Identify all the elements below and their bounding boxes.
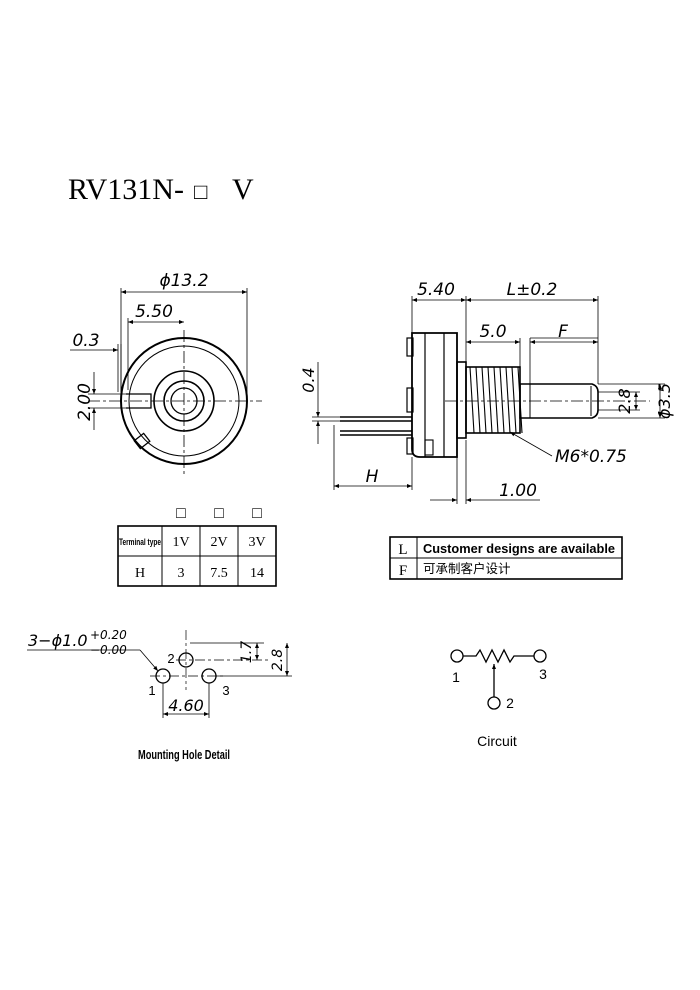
housing-clip-top	[406, 337, 414, 357]
hole-label-2: 2	[167, 651, 174, 666]
table-header-1v: 1V	[172, 535, 189, 550]
hole-tol-plus: +0.20	[90, 628, 127, 642]
dim-diameter-13-2: ϕ13.2	[159, 271, 208, 291]
mounting-caption: Mounting Hole Detail	[138, 747, 230, 762]
dim-H: H	[366, 467, 379, 487]
threaded-bushing	[465, 366, 521, 434]
notes-box: L Customer designs are available F 可承制客户…	[389, 536, 623, 580]
hole-spec: 3−ϕ1.0	[28, 631, 88, 650]
housing-clip-mid	[406, 387, 414, 413]
housing	[411, 332, 458, 458]
table-header-3v: 3V	[248, 535, 265, 550]
circuit-label-1: 1	[452, 669, 460, 685]
dim-4-60: 4.60	[168, 696, 204, 715]
note-code-F: F	[399, 563, 407, 579]
thread-spec: M6*0.75	[555, 447, 627, 467]
dim-F: F	[558, 322, 568, 342]
dim-1-7: 1.7	[239, 641, 255, 663]
circuit-label-3: 3	[539, 666, 547, 682]
bushing-shoulder	[456, 361, 467, 439]
circuit-terminal-3	[533, 649, 547, 663]
housing-clip-bottom	[406, 437, 414, 455]
dim-0-4: 0.4	[299, 367, 318, 392]
title-suffix: V	[232, 173, 254, 206]
thread-line	[481, 366, 487, 434]
circuit-terminal-2	[487, 696, 501, 710]
thread-lines	[469, 366, 523, 434]
thread-line	[499, 366, 505, 434]
table-cell-1v: 3	[178, 566, 185, 581]
table-cell-3v: 14	[250, 566, 264, 581]
note-text-chinese: 可承制客户设计	[423, 561, 511, 576]
table-cell-2v: 7.5	[210, 566, 228, 581]
thread-line	[487, 366, 493, 434]
hole-label-1: 1	[148, 683, 155, 698]
checkbox-2v: □	[214, 505, 224, 522]
note-code-L: L	[398, 542, 407, 558]
hole-tol-minus: −0.00	[90, 643, 127, 657]
circuit-diagram	[450, 648, 547, 710]
dim-L: L±0.2	[507, 280, 558, 300]
thread-line	[469, 366, 475, 434]
dim-1-00: 1.00	[499, 481, 537, 501]
circuit-labels: 1 3 2 Circuit	[452, 666, 547, 749]
dim-5-50: 5.50	[135, 302, 173, 322]
side-view	[312, 296, 665, 504]
front-notch	[133, 432, 151, 450]
dim-5-0: 5.0	[479, 322, 506, 342]
dim-2-8-holes: 2.8	[270, 649, 286, 671]
checkbox-3v: □	[252, 505, 262, 522]
dim-2-8-shaft: 2.8	[615, 388, 634, 413]
mounting-labels: 3−ϕ1.0 +0.20 −0.00 1.7 2.8 4.60 2 1 3 Mo…	[28, 628, 286, 762]
terminal-type-table: □ □ □ Terminal type 1V 2V 3V H 3 7.5 14	[117, 505, 277, 587]
dim-2-00: 2.00	[75, 383, 95, 421]
dim-0-3: 0.3	[72, 331, 99, 351]
checkbox-1v: □	[176, 505, 186, 522]
thread-line	[511, 366, 517, 434]
thread-line	[475, 366, 481, 434]
hole-label-3: 3	[222, 683, 229, 698]
title-box: □	[194, 179, 207, 204]
resistor-zigzag	[463, 648, 534, 664]
circuit-terminal-1	[450, 649, 464, 663]
title-model: RV131N-	[68, 173, 184, 206]
table-header-2v: 2V	[210, 535, 227, 550]
note-text-customer-designs: Customer designs are available	[423, 542, 615, 556]
part-number-title: RV131N- □ V	[68, 173, 254, 206]
thread-line	[505, 366, 511, 434]
table-row-h: H	[135, 566, 145, 581]
dim-5-40: 5.40	[417, 280, 455, 300]
mounting-hole-detail	[27, 630, 292, 718]
side-view-labels: 5.40 L±0.2 5.0 F 0.4 2.8 ϕ3.5 M6*0.75 H …	[299, 280, 674, 501]
circuit-label-2: 2	[506, 695, 514, 711]
circuit-caption: Circuit	[477, 733, 517, 749]
front-view-labels: ϕ13.2 5.50 0.3 2.00	[72, 271, 208, 421]
table-header-terminal-type: Terminal type	[119, 537, 161, 547]
thread-line	[493, 366, 499, 434]
front-view	[70, 288, 262, 475]
dim-diameter-3-5: ϕ3.5	[655, 383, 674, 419]
